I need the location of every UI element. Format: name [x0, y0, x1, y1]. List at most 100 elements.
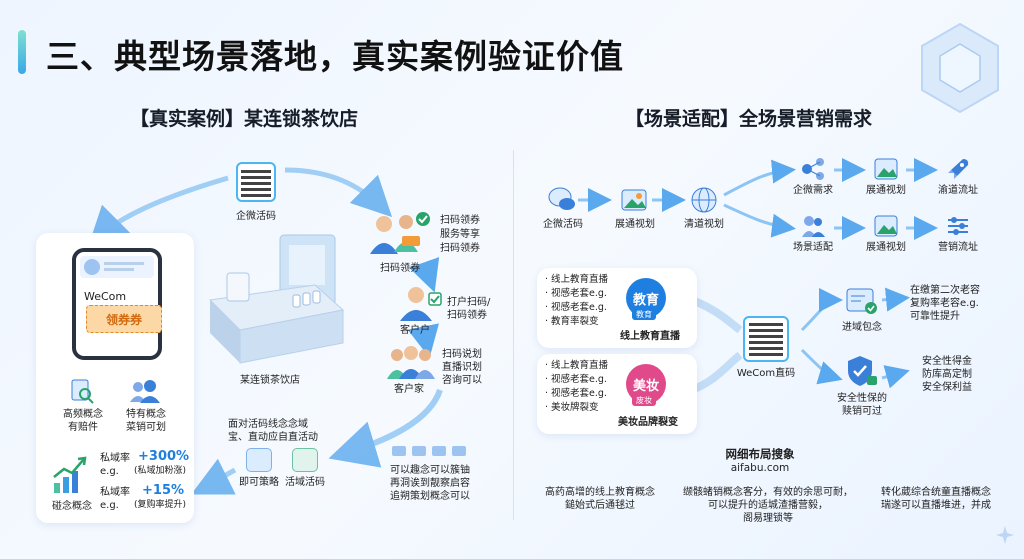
globe-icon: [691, 187, 717, 213]
customer-note: 打户扫码/ 扫码领券: [447, 297, 491, 321]
dashboard-check-icon: [846, 288, 877, 314]
image-icon: [874, 215, 898, 237]
beauty-bullet-3: · 视感老套e.g.: [545, 388, 607, 399]
right-section-heading: 【场景适配】全场景营销需求: [625, 108, 873, 130]
beauty-caption: 美妆品牌裂变: [618, 417, 678, 428]
tea-store-illustration: [208, 234, 345, 364]
flow-top-label-3: 清道视划: [684, 219, 724, 230]
title-accent-bar: [18, 30, 26, 74]
chat-bubble-icon: [548, 187, 575, 210]
phone-line: [104, 268, 134, 271]
edu-bullet-2: · 视感老套e.g.: [545, 288, 607, 299]
stat-1-sub: (私域加粉涨): [134, 466, 187, 476]
branch-b-label-2: 展通视划: [866, 242, 906, 253]
scan-coupon-bullet-1: 扫码领券: [440, 215, 480, 226]
branch-a-label-2: 展通视划: [866, 185, 906, 196]
scan-coupon-bullet-2: 服务等享: [440, 229, 480, 240]
edu-badge-label: 教育: [632, 292, 659, 308]
branch-a-label-1: 企微需求: [793, 185, 833, 196]
user-group-icon: [130, 380, 160, 403]
tool-label-2: 活域活码: [285, 477, 325, 488]
live-code-icon: [292, 448, 318, 472]
beauty-bullet-2: · 视感老套e.g.: [545, 374, 607, 385]
sparkle-icon: [996, 526, 1014, 544]
brand-name: 网细布局搜象: [725, 447, 795, 461]
shield-lock-icon: [848, 356, 877, 386]
customer-label: 客户户: [400, 325, 430, 336]
beauty-card: [537, 354, 697, 434]
checkbox-icon: [428, 292, 442, 306]
beauty-bullet-4: · 美妆牌裂变: [545, 402, 599, 413]
mini-icon: [392, 446, 406, 456]
out-b-note: 安全性得金 防库高定制 安全保利益: [922, 356, 972, 393]
users-icon: [802, 216, 825, 237]
check-icon: [416, 212, 430, 226]
page-title: 三、典型场景落地，真实案例验证价值: [46, 37, 624, 76]
bottom-note: 面对活码线念念域 宝、直动应自直活动: [228, 419, 318, 443]
stat-1-label: 私域率 e.g.: [100, 453, 130, 477]
stat-2-sub: (复购率提升): [134, 500, 187, 510]
stats-caption: 碰念概念: [52, 501, 92, 512]
wecom-qr-code[interactable]: [743, 316, 789, 362]
document-search-icon: [71, 379, 94, 404]
icon-label-2: 特有概念 菜销可划: [126, 409, 166, 433]
customer-home-label: 客户家: [394, 384, 424, 395]
icon-label-1: 高频概念 有赔件: [63, 409, 103, 433]
image-icon: [874, 158, 898, 180]
mini-icons-row: [392, 446, 466, 456]
store-label: 某连锁茶饮店: [240, 375, 300, 386]
stat-2-value: +15%: [142, 483, 185, 498]
branch-a-label-3: 渝道流址: [938, 185, 978, 196]
coupon-button[interactable]: 领券券: [86, 305, 162, 333]
hexagon-decoration-icon: [921, 22, 999, 114]
qr-code-icon: [241, 167, 271, 197]
scan-coupon-bullet-3: 扫码领券: [440, 243, 480, 254]
out-a-note: 在缴第二次老容 复购率老容e.g. 可靠性提升: [910, 285, 980, 322]
qr-code-icon: [749, 322, 783, 356]
customer-home-note: 扫码说划 直播识划 咨询可以: [442, 349, 482, 386]
edu-bullet-4: · 教育率裂变: [545, 316, 599, 327]
brand-url: aifabu.com: [730, 462, 790, 474]
wecom-live-qr-code[interactable]: [236, 162, 276, 202]
scan-coupon-label: 扫码领券: [380, 263, 420, 274]
center-qr-label: WeCom直码: [736, 368, 796, 379]
coupon-label: 领券券: [105, 312, 142, 327]
beauty-badge-label: 美妆: [632, 378, 659, 394]
rocket-icon: [948, 159, 969, 179]
people-scan-icon: [370, 215, 420, 254]
left-flow-arrows: [87, 167, 443, 495]
left-section-heading: 【真实案例】某连锁茶饮店: [130, 108, 359, 130]
tool-label-1: 即可策略: [239, 477, 279, 488]
flow-top-label-2: 展通视划: [615, 219, 655, 230]
customer-group-icon: [387, 346, 435, 379]
edu-tag: 教育: [632, 310, 656, 320]
strategy-icon: [246, 448, 272, 472]
stat-1-value: +300%: [138, 449, 190, 464]
out-a-label: 进域包念: [842, 322, 882, 333]
right-bottom-note: 可以趣念可以簇铀 再洞诶到靓察启容 追朔策划概念可以: [390, 465, 470, 502]
branch-b-label-3: 营销流址: [938, 242, 978, 253]
edu-bullet-1: · 线上教育直播: [545, 274, 609, 285]
edu-caption: 线上教育直播: [620, 331, 680, 342]
mini-icon: [452, 446, 466, 456]
beauty-bullet-1: · 线上教育直播: [545, 360, 609, 371]
beauty-tag: 废妆: [632, 396, 656, 406]
avatar: [84, 259, 100, 275]
sliders-icon: [948, 217, 968, 235]
right-flow-arrows: [578, 158, 938, 394]
footer-text-1: 高药高增的线上教育概念 鎚始式后通毬过: [545, 487, 655, 511]
phone-line: [104, 262, 144, 265]
edu-bullet-3: · 视感老套e.g.: [545, 302, 607, 313]
flow-top-label-1: 企微活码: [543, 219, 583, 230]
qr-label: 企微活码: [236, 211, 276, 222]
growth-chart-icon: [53, 456, 87, 493]
phone-app-name: WeCom: [84, 290, 127, 303]
mini-icon: [432, 446, 446, 456]
section-divider: [513, 150, 514, 520]
mini-icon: [412, 446, 426, 456]
stat-2-label: 私域率 e.g.: [100, 487, 130, 511]
footer-text-3: 转化葳综合统童直播概念 瑞遂可以直播堆进，并成: [881, 487, 991, 511]
out-b-label: 安全性保的 赎销可过: [837, 393, 887, 417]
edu-card: [537, 268, 697, 348]
network-icon: [802, 158, 824, 180]
